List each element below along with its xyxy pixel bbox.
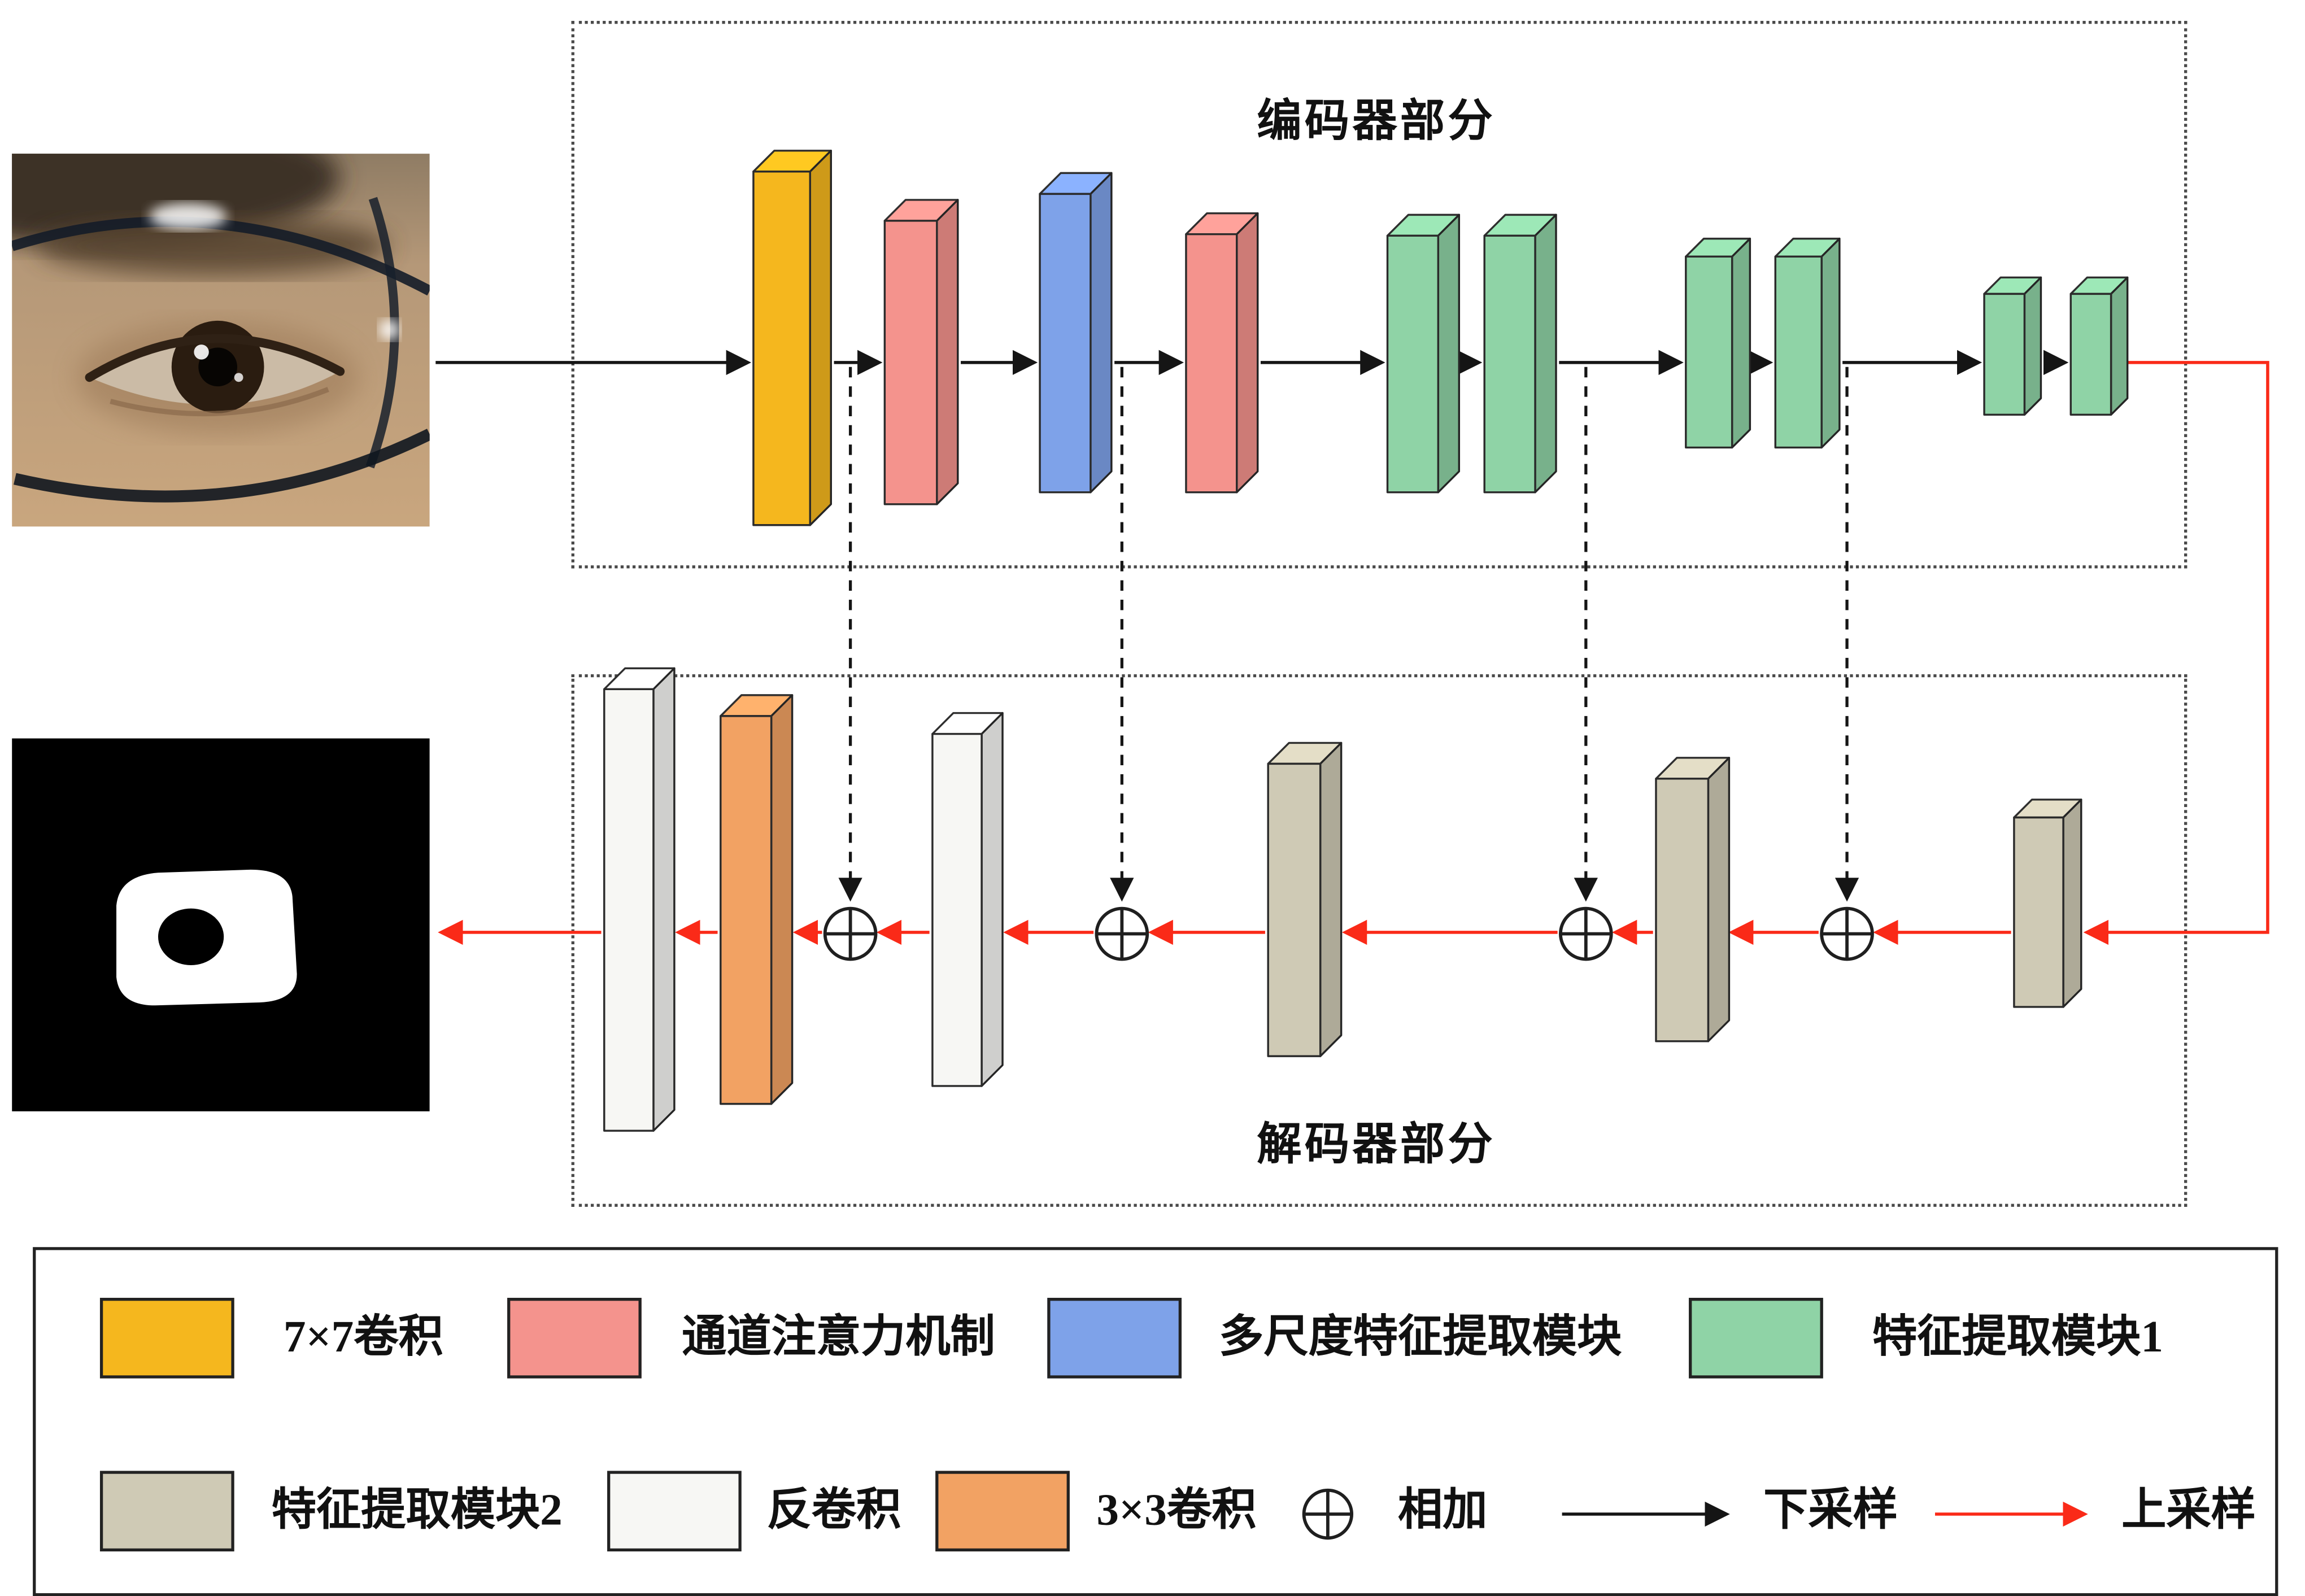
encoder-block-feature1-1a: [1386, 213, 1461, 494]
sum-node: [1095, 906, 1149, 961]
encoder-block-feature1-3b: [2069, 276, 2129, 416]
legend-swatch-deconv: [607, 1471, 742, 1552]
encoder-to-decoder-path: [2083, 361, 2269, 945]
encoder-block-7x7-conv: [752, 150, 832, 526]
encoder-block-multiscale: [1039, 172, 1113, 494]
output-mask-image: [12, 738, 430, 1111]
input-eye-image: [12, 154, 430, 527]
sum-node: [1820, 906, 1874, 961]
legend-label-feature1: 特征提取模块1: [1872, 1312, 2164, 1362]
decoder-block-deconv-2: [931, 712, 1004, 1087]
sum-node: [1558, 906, 1613, 961]
plus-circle-icon: [1302, 1488, 1354, 1540]
legend-label-feature2: 特征提取模块2: [271, 1485, 563, 1536]
sum-node: [823, 906, 878, 961]
encoder-block-feature1-2a: [1685, 237, 1751, 449]
legend-swatch-channel-attention: [507, 1298, 642, 1379]
decoder-block-feature2-2: [1655, 757, 1731, 1043]
decoder-block-feature2-1: [1267, 742, 1343, 1057]
legend: 7×7卷积 通道注意力机制 多尺度特征提取模块 特征提取模块1 特征提取模块2 …: [33, 1247, 2278, 1596]
encoder-block-feature1-3a: [1983, 276, 2042, 416]
encoder-block-channel-attention-2: [1185, 212, 1259, 494]
upsample-arrow-icon: [1934, 1501, 2088, 1527]
legend-label-upsample: 上采样: [2121, 1485, 2256, 1536]
legend-label-multiscale: 多尺度特征提取模块: [1219, 1312, 1622, 1362]
encoder-region: [571, 20, 2188, 569]
legend-swatch-3x3-conv: [935, 1471, 1070, 1552]
legend-swatch-7x7-conv: [99, 1298, 234, 1379]
legend-label-downsample: 下采样: [1763, 1485, 1898, 1536]
encoder-block-channel-attention-1: [883, 199, 959, 505]
legend-swatch-multiscale: [1047, 1298, 1182, 1379]
encoder-title: 编码器部分: [1257, 97, 1496, 146]
legend-label-7x7-conv: 7×7卷积: [283, 1312, 443, 1362]
legend-label-channel-attention: 通道注意力机制: [682, 1312, 995, 1362]
legend-label-sum: 相加: [1397, 1485, 1488, 1536]
legend-label-3x3-conv: 3×3卷积: [1096, 1485, 1257, 1536]
downsample-arrow-icon: [1562, 1501, 1730, 1527]
decoder-block-3x3-conv: [720, 694, 794, 1105]
encoder-block-feature1-2b: [1774, 237, 1841, 449]
encoder-block-feature1-1b: [1483, 213, 1557, 494]
decoder-region: [571, 674, 2188, 1207]
legend-swatch-feature2: [99, 1471, 234, 1552]
decoder-block-deconv-1: [603, 667, 676, 1132]
decoder-block-feature2-3: [2013, 799, 2082, 1008]
legend-swatch-feature1: [1689, 1298, 1823, 1379]
decoder-title: 解码器部分: [1257, 1120, 1496, 1170]
legend-label-deconv: 反卷积: [766, 1485, 901, 1536]
